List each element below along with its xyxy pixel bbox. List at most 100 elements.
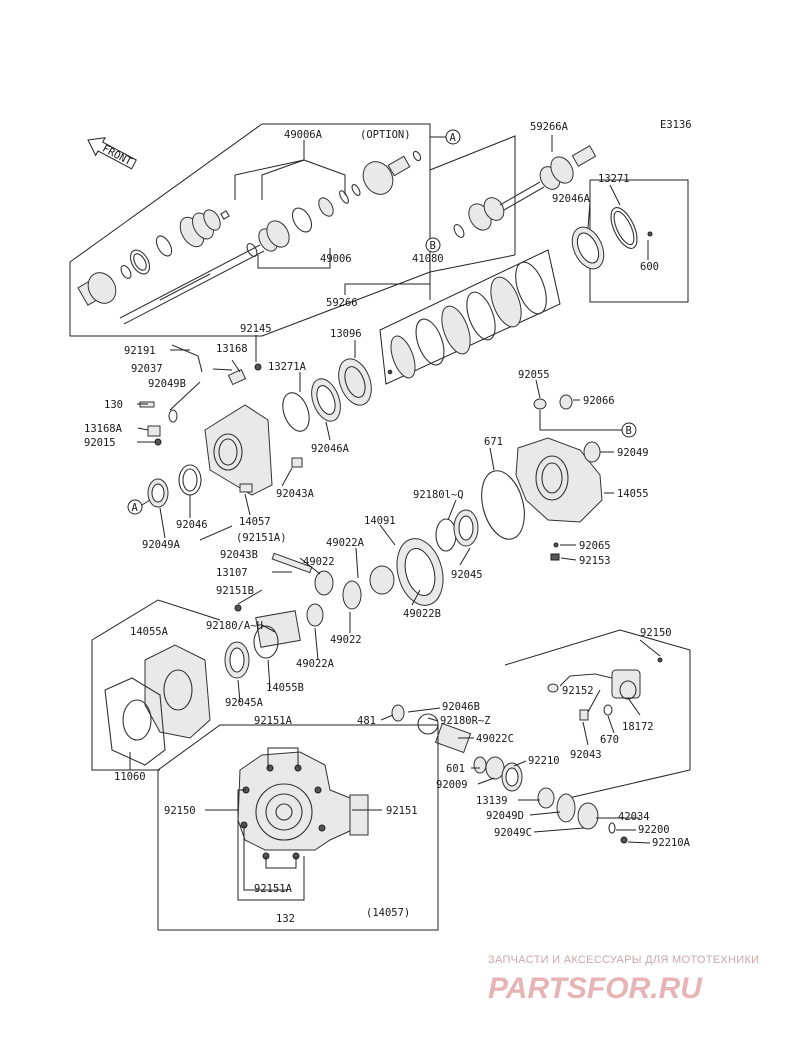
label-601: 601 (446, 763, 465, 775)
rear-case-assembly (481, 394, 603, 561)
label-92150-inset: 92150 (164, 805, 196, 817)
label-59266: 59266 (326, 297, 358, 309)
label-92049: 92049 (617, 447, 649, 459)
label-92046: 92046 (176, 519, 208, 531)
watermark-brand: PARTSFOR.RU (488, 972, 703, 1005)
watermark-logo: ЗАПЧАСТИ И АКСЕССУАРЫ ДЛЯ МОТОТЕХНИКИ PA… (488, 954, 759, 1005)
label-92046A-top: 92046A (552, 193, 591, 205)
svg-text:A: A (132, 502, 139, 514)
label-92066: 92066 (583, 395, 615, 407)
label-14055B: 14055B (266, 682, 304, 694)
part-labels: 49006A (OPTION) 59266A 13271 92046A 600 … (84, 121, 691, 925)
watermark-tagline: ЗАПЧАСТИ И АКСЕССУАРЫ ДЛЯ МОТОТЕХНИКИ (488, 954, 759, 966)
ref-circle-b: B (425, 237, 441, 253)
label-49022-top: 49022 (303, 556, 335, 568)
label-671: 671 (484, 436, 503, 448)
label-481: 481 (357, 715, 376, 727)
label-92151B: 92151B (216, 585, 254, 597)
leader-lines (129, 135, 661, 844)
label-92200: 92200 (638, 824, 670, 836)
label-13096: 13096 (330, 328, 362, 340)
label-49022B: 49022B (403, 608, 441, 620)
label-92043A: 92043A (276, 488, 315, 500)
label-92210A: 92210A (652, 837, 691, 849)
label-92043B: 92043B (220, 549, 258, 561)
label-92180Q: 92180l~Q (413, 489, 464, 501)
label-92152: 92152 (562, 685, 594, 697)
label-13271A: 13271A (268, 361, 307, 373)
label-92151-inset: 92151 (386, 805, 418, 817)
label-92015: 92015 (84, 437, 116, 449)
label-92055: 92055 (518, 369, 550, 381)
label-92009: 92009 (436, 779, 468, 791)
ref-circle-a: A (430, 129, 461, 145)
label-13139: 13139 (476, 795, 508, 807)
actuator-assembly (504, 629, 691, 801)
label-49006: 49006 (320, 253, 352, 265)
label-92046B: 92046B (442, 701, 480, 713)
inset-housing-view (157, 724, 439, 931)
label-92150-right: 92150 (640, 627, 672, 639)
svg-text:A: A (450, 132, 457, 144)
label-92153: 92153 (579, 555, 611, 567)
label-14055A: 14055A (130, 626, 169, 638)
label-18172: 18172 (622, 721, 654, 733)
diagram-code: E3136 (660, 119, 692, 131)
front-housing-assembly (139, 344, 372, 541)
label-13271: 13271 (598, 173, 630, 185)
pinion-assembly (391, 704, 628, 844)
label-92151A-inset: 92151A (254, 715, 293, 727)
label-92065: 92065 (579, 540, 611, 552)
label-92045A: 92045A (225, 697, 264, 709)
label-49022A-low: 49022A (296, 658, 335, 670)
gear-set (224, 509, 479, 679)
label-49022C: 49022C (476, 733, 514, 745)
label-14091: 14091 (364, 515, 396, 527)
label-42034: 42034 (618, 811, 650, 823)
label-92049B: 92049B (148, 378, 186, 390)
rings-top-right (571, 207, 653, 270)
label-49022A-top: 49022A (326, 537, 365, 549)
front-drive-shaft (77, 150, 422, 325)
label-92049C: 92049C (494, 827, 532, 839)
label-92145: 92145 (240, 323, 272, 335)
label-600: 600 (640, 261, 659, 273)
label-13107: 13107 (216, 567, 248, 579)
label-11060: 11060 (114, 771, 146, 783)
label-130: 130 (104, 399, 123, 411)
label-14057-paren: (14057) (366, 907, 410, 919)
label-92151A-inset-low: 92151A (254, 883, 293, 895)
label-92043-right: 92043 (570, 749, 602, 761)
label-41080: 41080 (412, 253, 444, 265)
ref-circle-a-lower: A (127, 499, 151, 515)
label-option: (OPTION) (360, 129, 411, 141)
svg-text:B: B (626, 425, 632, 437)
front-arrow-icon: FRONT (87, 137, 137, 170)
clutch-pack (379, 249, 561, 385)
label-92037: 92037 (131, 363, 163, 375)
label-132: 132 (276, 913, 295, 925)
label-92046A-mid: 92046A (311, 443, 350, 455)
label-92180RZ: 92180R~Z (440, 715, 491, 727)
label-14057: 14057 (239, 516, 271, 528)
label-13168: 13168 (216, 343, 248, 355)
label-49022-mid: 49022 (330, 634, 362, 646)
svg-text:B: B (430, 240, 436, 252)
label-92210: 92210 (528, 755, 560, 767)
label-14055: 14055 (617, 488, 649, 500)
label-670: 670 (600, 734, 619, 746)
label-13168A: 13168A (84, 423, 123, 435)
label-92049D: 92049D (486, 810, 524, 822)
label-59266A: 59266A (530, 121, 569, 133)
label-92191: 92191 (124, 345, 156, 357)
front-arrow-label: FRONT (100, 143, 134, 169)
label-92151A-paren: (92151A) (236, 532, 287, 544)
ref-circle-b-lower: B (539, 410, 637, 438)
front-cover-assembly (91, 599, 221, 771)
rear-drive-shaft-option (453, 145, 597, 238)
label-92180AH: 92180/A~H (206, 620, 263, 632)
label-92045: 92045 (451, 569, 483, 581)
label-49006A: 49006A (284, 129, 323, 141)
label-92049A: 92049A (142, 539, 181, 551)
